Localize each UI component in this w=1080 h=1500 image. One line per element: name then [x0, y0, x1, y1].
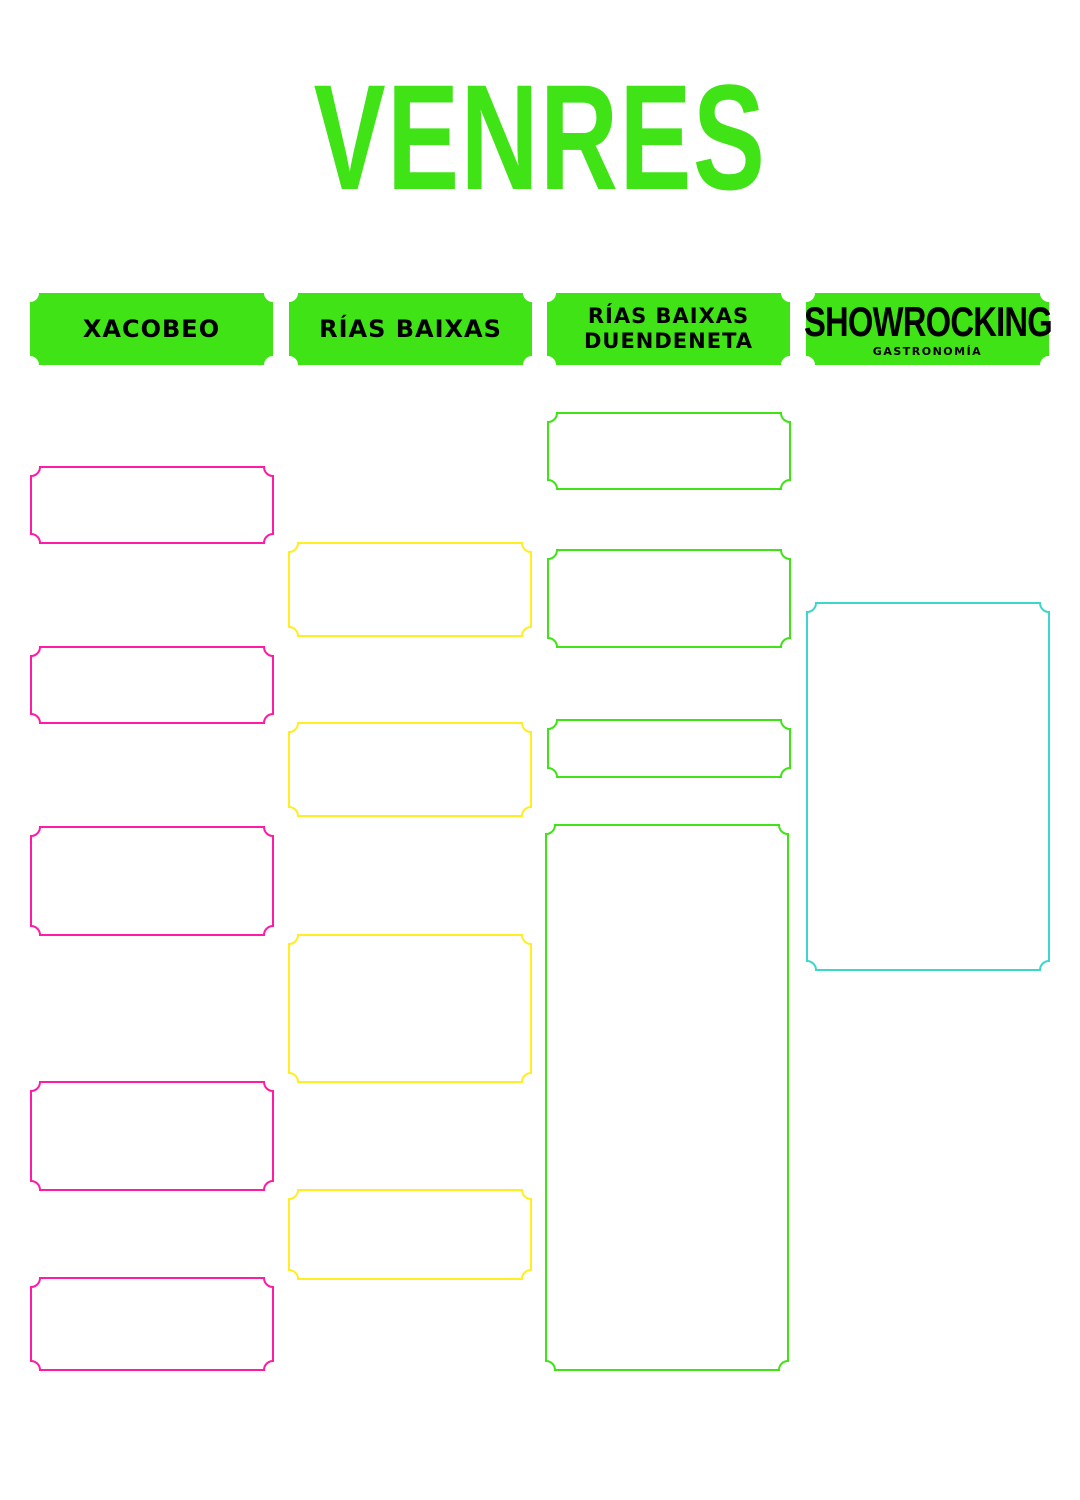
slot-rias-baixas[interactable]: [288, 934, 532, 1083]
page-title: VENRES: [313, 53, 767, 221]
slot-xacobeo[interactable]: [30, 466, 274, 544]
showrocking-logo-sub: GASTRONOMÍA: [872, 344, 983, 358]
slot-duendeneta[interactable]: [547, 549, 791, 648]
column-header-label: XACOBEO: [82, 315, 221, 343]
column-header-gastronomia: SHOWROCKING GASTRONOMÍA: [803, 293, 1052, 365]
slot-xacobeo[interactable]: [30, 1277, 274, 1371]
slot-xacobeo[interactable]: [30, 646, 274, 724]
column-header-label: RÍAS BAIXAS: [319, 315, 502, 343]
column-header-duendeneta: RÍAS BAIXAS DUENDENETA: [547, 293, 790, 365]
header-ticket-duendeneta: [547, 293, 790, 365]
slot-gastronomia[interactable]: [806, 602, 1050, 971]
header-ticket-gastronomia: [806, 293, 1049, 365]
slot-xacobeo[interactable]: [30, 826, 274, 936]
showrocking-logo: SHOWROCKING: [803, 297, 1052, 345]
slot-duendeneta[interactable]: [547, 719, 791, 778]
slot-rias-baixas[interactable]: [288, 1189, 532, 1280]
column-header-xacobeo: XACOBEO: [30, 293, 273, 365]
column-header-rias-baixas: RÍAS BAIXAS: [289, 293, 532, 365]
slot-duendeneta[interactable]: [545, 824, 789, 1371]
slot-xacobeo[interactable]: [30, 1081, 274, 1191]
slot-rias-baixas[interactable]: [288, 722, 532, 817]
slot-duendeneta[interactable]: [547, 412, 791, 490]
slot-rias-baixas[interactable]: [288, 542, 532, 637]
header-ticket-xacobeo: [30, 293, 273, 365]
column-header-label-line1: RÍAS BAIXAS: [587, 304, 750, 328]
header-ticket-rias-baixas: [289, 293, 532, 365]
column-header-label-line2: DUENDENETA: [583, 329, 754, 353]
